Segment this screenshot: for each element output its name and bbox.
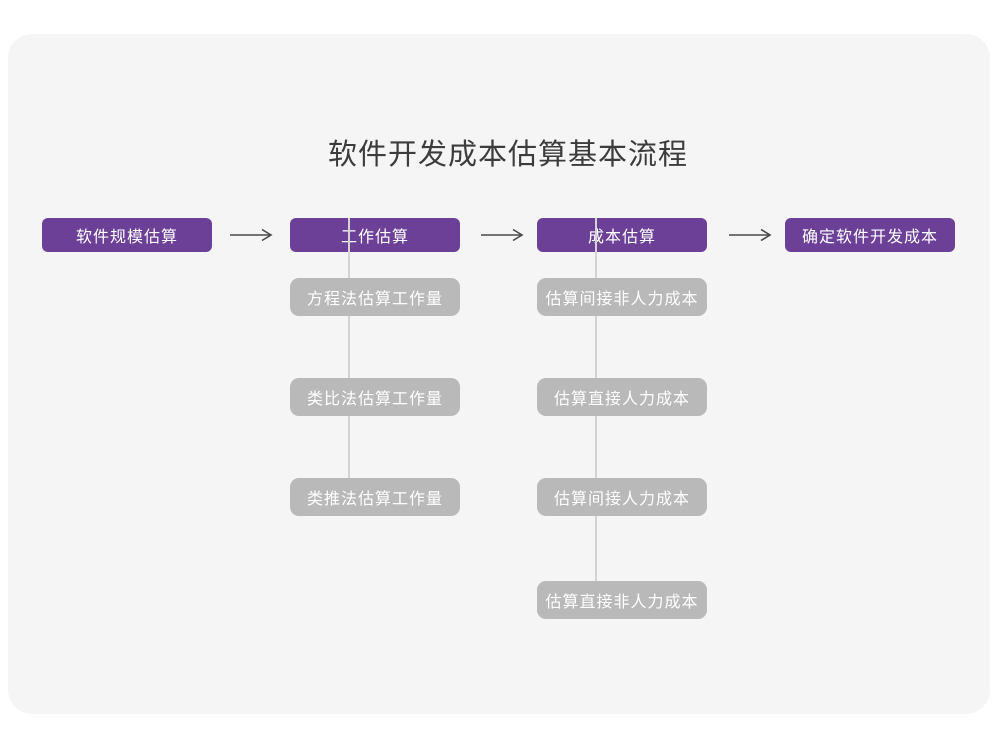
substep-label: 类推法估算工作量	[306, 491, 443, 508]
stage-label: 工作估算	[340, 229, 409, 246]
substep-label: 估算间接人力成本	[553, 491, 690, 508]
substep-analogy-method: 类比法估算工作量	[290, 378, 460, 416]
substep-label: 方程法估算工作量	[306, 291, 443, 308]
flowchart-card: 软件开发成本估算基本流程 软件规模估算 工作估算 成本估算	[8, 34, 990, 714]
substep-extrapolation-method: 类推法估算工作量	[290, 478, 460, 516]
stage-cost-estimation: 成本估算	[537, 218, 707, 252]
substep-label: 估算直接非人力成本	[545, 594, 699, 611]
page-title: 软件开发成本估算基本流程	[327, 139, 688, 171]
connector-line-work-column	[348, 218, 350, 498]
flow-arrow-icon	[727, 226, 773, 244]
substep-direct-labor-cost: 估算直接人力成本	[537, 378, 707, 416]
flow-arrow-icon	[228, 226, 274, 244]
substep-indirect-nonlabor-cost: 估算间接非人力成本	[537, 278, 707, 316]
stage-label: 软件规模估算	[75, 229, 178, 246]
stage-work-estimation: 工作估算	[290, 218, 460, 252]
stage-label: 成本估算	[587, 229, 656, 246]
substep-label: 类比法估算工作量	[306, 391, 443, 408]
substep-equation-method: 方程法估算工作量	[290, 278, 460, 316]
substep-label: 估算间接非人力成本	[545, 291, 699, 308]
substep-indirect-labor-cost: 估算间接人力成本	[537, 478, 707, 516]
substep-label: 估算直接人力成本	[553, 391, 690, 408]
stage-determine-development-cost: 确定软件开发成本	[785, 218, 955, 252]
stage-software-size-estimation: 软件规模估算	[42, 218, 212, 252]
stage-label: 确定软件开发成本	[801, 229, 938, 246]
substep-direct-nonlabor-cost: 估算直接非人力成本	[537, 581, 707, 619]
flow-arrow-icon	[479, 226, 525, 244]
